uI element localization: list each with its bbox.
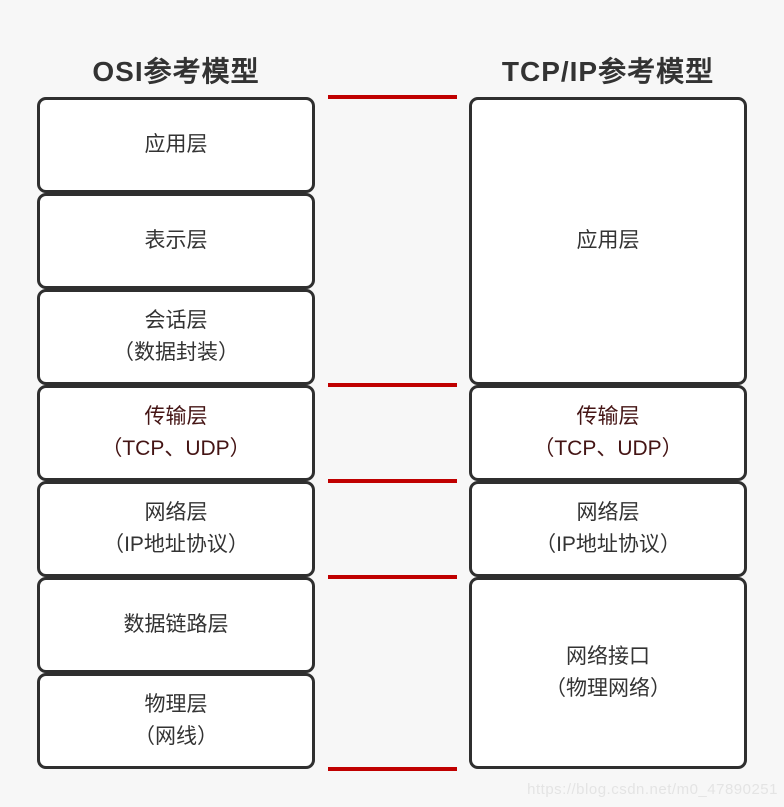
layer-name: 应用层	[144, 133, 208, 156]
layer-sub: （TCP、UDP）	[533, 437, 683, 460]
layer-name: 传输层	[576, 405, 640, 428]
tcpip-layer-application: 应用层	[469, 97, 747, 385]
osi-layer-presentation: 表示层	[37, 193, 315, 289]
boundary-line-bottom	[328, 767, 457, 771]
tcpip-layer-network: 网络层 （IP地址协议）	[469, 481, 747, 577]
layer-name: 表示层	[144, 229, 208, 252]
layer-sub: （IP地址协议）	[103, 533, 249, 556]
layer-sub: （TCP、UDP）	[101, 437, 251, 460]
osi-layer-transport: 传输层 （TCP、UDP）	[37, 385, 315, 481]
osi-layer-session: 会话层 （数据封装）	[37, 289, 315, 385]
boundary-line-app-transport	[328, 383, 457, 387]
boundary-line-network-link	[328, 575, 457, 579]
osi-layer-physical: 物理层 （网线）	[37, 673, 315, 769]
layer-sub: （数据封装）	[113, 341, 239, 364]
layer-name: 会话层	[144, 309, 208, 332]
layer-name: 应用层	[576, 229, 640, 252]
boundary-line-transport-network	[328, 479, 457, 483]
layer-sub: （IP地址协议）	[535, 533, 681, 556]
layer-name: 物理层	[144, 693, 208, 716]
tcpip-layer-transport: 传输层 （TCP、UDP）	[469, 385, 747, 481]
layer-name: 数据链路层	[123, 613, 229, 636]
layer-name: 网络层	[144, 501, 208, 524]
osi-column-title: OSI参考模型	[92, 56, 260, 87]
watermark-text: https://blog.csdn.net/m0_47890251	[527, 781, 778, 798]
layer-name: 网络层	[576, 501, 640, 524]
tcpip-column: 应用层 传输层 （TCP、UDP） 网络层 （IP地址协议） 网络接口 （物理网…	[469, 97, 747, 769]
osi-column: 应用层 表示层 会话层 （数据封装） 传输层 （TCP、UDP） 网络层 （IP…	[37, 97, 315, 769]
layer-sub: （物理网络）	[545, 677, 671, 700]
osi-layer-network: 网络层 （IP地址协议）	[37, 481, 315, 577]
osi-layer-datalink: 数据链路层	[37, 577, 315, 673]
osi-layer-application: 应用层	[37, 97, 315, 193]
layer-name: 网络接口	[566, 645, 650, 668]
layer-name: 传输层	[144, 405, 208, 428]
tcpip-column-title: TCP/IP参考模型	[501, 56, 715, 87]
layer-sub: （网线）	[134, 725, 218, 748]
boundary-line-top	[328, 95, 457, 99]
tcpip-layer-network-interface: 网络接口 （物理网络）	[469, 577, 747, 769]
